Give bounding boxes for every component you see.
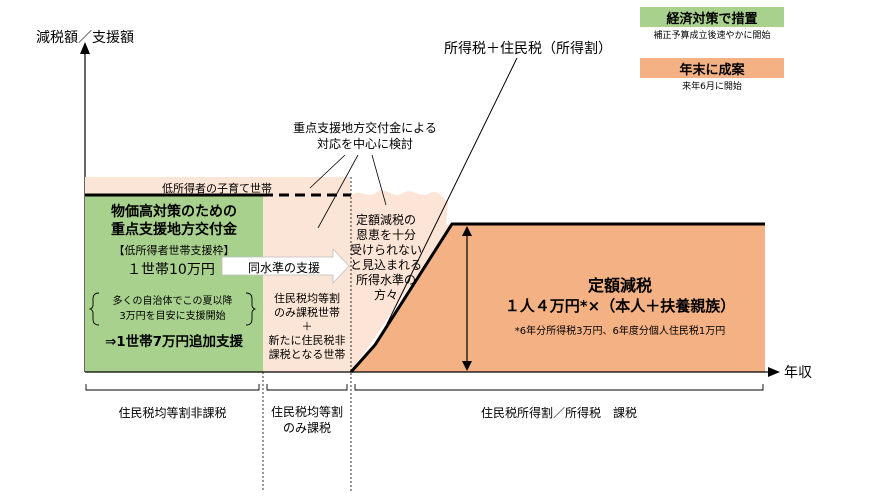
- legend-peach: 年末に成案: [640, 58, 784, 78]
- bottom-label-middle: 住民税均等割 のみ課税: [263, 404, 351, 436]
- legend-peach-title: 年末に成案: [679, 62, 745, 78]
- legend-green: 経済対策で措置: [640, 7, 784, 27]
- transition-line-4: と見込まれる: [350, 258, 423, 272]
- legend-peach-sub: 来年6月に開始: [682, 82, 742, 92]
- transition-line-1: 定額減税の: [355, 213, 416, 227]
- y-axis-arrow: [80, 42, 90, 54]
- callout-pointer-3: [371, 154, 387, 206]
- transition-line-5: 所得水準の: [355, 273, 416, 287]
- middle-line-3: ＋: [301, 320, 313, 333]
- same-level-label: 同水準の支援: [248, 261, 321, 275]
- green-block-amount: １世帯10万円: [127, 262, 215, 278]
- middle-line-4: 新たに住民税非: [268, 334, 346, 347]
- transition-line-6: 方々: [373, 288, 398, 302]
- bracket-right: [354, 384, 764, 391]
- transition-block-text: 定額減税の 恩恵を十分 受けられない と見込まれる 所得水準の 方々: [350, 213, 422, 303]
- child-band: [85, 177, 350, 195]
- amount-arrow-down: [462, 361, 472, 371]
- transition-cloud: [351, 190, 448, 372]
- main-block: [351, 224, 765, 372]
- middle-block: [263, 195, 351, 372]
- legend-green-sub: 補正予算成立後速やかに開始: [653, 31, 771, 41]
- middle-line-2: のみ課税世帯: [274, 306, 340, 319]
- green-block: [85, 195, 263, 372]
- main-block-amount: １人４万円*×（本人＋扶養親族）: [504, 297, 736, 315]
- income-tax-line-label: 所得税＋住民税（所得割）: [444, 41, 612, 57]
- green-note-line-2: 3万円を目安に支援開始: [119, 311, 226, 322]
- green-note-line-1: 多くの自治体でこの夏以降: [112, 296, 233, 307]
- bottom-middle-line-2: のみ課税: [282, 421, 331, 435]
- child-band-label: 低所得者の子育て世帯: [162, 182, 272, 195]
- income-tax-line: [385, 57, 518, 327]
- callout-line-2: 対応を中心に検討: [316, 137, 413, 151]
- green-block-sub: 【低所得者世帯支援枠】: [113, 244, 235, 257]
- transition-line-2: 恩恵を十分: [355, 228, 416, 242]
- bracket-left: [85, 384, 260, 391]
- bottom-label-left: 住民税均等割非課税: [118, 406, 227, 420]
- y-axis-label: 減税額／支援額: [36, 30, 134, 46]
- green-block-note: 多くの自治体でこの夏以降 3万円を目安に支援開始: [99, 294, 246, 324]
- bracket-middle: [266, 384, 348, 391]
- callout-pointer-1: [309, 154, 346, 189]
- note-brace-left: [88, 292, 100, 326]
- x-axis-arrow: [768, 367, 780, 377]
- green-block-additional: ⇒1世帯7万円追加支援: [104, 334, 244, 350]
- legend-green-title: 経済対策で措置: [666, 11, 758, 27]
- green-title-line-2: 重点支援地方交付金: [111, 222, 237, 238]
- same-level-arrow: [221, 247, 350, 285]
- bottom-middle-line-1: 住民税均等割: [270, 405, 343, 419]
- note-brace-right: [245, 292, 257, 326]
- amount-arrow-up: [462, 226, 472, 236]
- tax-cut-line: [349, 222, 765, 373]
- callout-pointer-2: [317, 154, 359, 229]
- transition-line-3: 受けられない: [350, 243, 423, 257]
- green-block-title: 物価高対策のための 重点支援地方交付金: [85, 203, 263, 239]
- middle-line-5: 課税となる世帯: [268, 348, 346, 361]
- main-block-footnote: *6年分所得税3万円、6年度分個人住民税1万円: [514, 326, 726, 337]
- main-block-title: 定額減税: [587, 276, 652, 295]
- callout-text: 重点支援地方交付金による 対応を中心に検討: [270, 120, 460, 152]
- middle-block-text: 住民税均等割 のみ課税世帯 ＋ 新たに住民税非 課税となる世帯: [263, 292, 351, 362]
- green-title-line-1: 物価高対策のための: [111, 204, 237, 220]
- callout-line-1: 重点支援地方交付金による: [293, 121, 437, 135]
- middle-line-1: 住民税均等割: [274, 292, 340, 305]
- bottom-label-right: 住民税所得割／所得税 課税: [480, 406, 637, 420]
- x-axis-label: 年収: [784, 365, 812, 381]
